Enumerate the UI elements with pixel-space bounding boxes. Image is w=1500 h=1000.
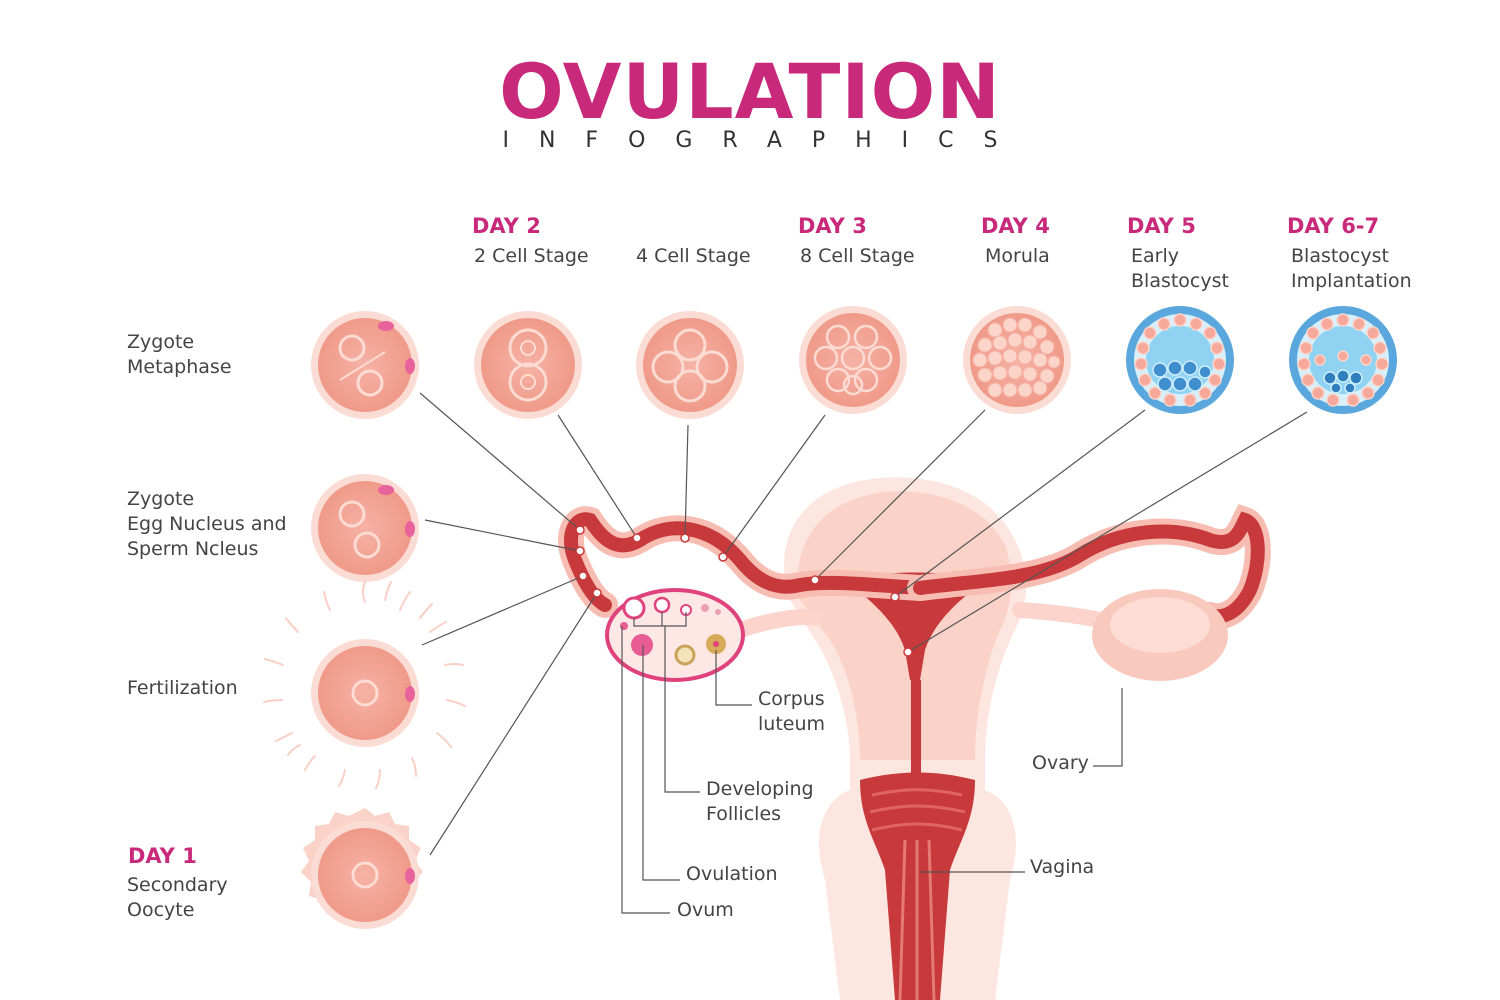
blastocyst-implantation-label: Blastocyst Implantation [1291, 245, 1412, 292]
secondary-oocyte-label: Secondary Oocyte [127, 874, 228, 921]
cell-2-cell-stage [474, 311, 582, 419]
corpus-luteum-label: Corpus luteum [758, 688, 826, 735]
cell-8-cell-stage [799, 306, 907, 414]
vagina-label: Vagina [1030, 856, 1095, 878]
early-blastocyst-label: Early Blastocyst [1131, 245, 1229, 292]
morula-label: Morula [985, 245, 1050, 267]
cell-zygote-metaphase [311, 311, 419, 419]
eight-cell-stage-label: 8 Cell Stage [800, 245, 915, 267]
cell-early-blastocyst [1126, 306, 1234, 414]
zygote-nucleus-label: Zygote Egg Nucleus and Sperm Ncleus [127, 488, 287, 560]
developing-follicles-label: Developing Follicles [706, 778, 814, 825]
page-title: OVULATION [499, 47, 1001, 136]
cell-4-cell-stage [636, 311, 744, 419]
page-subtitle: INFOGRAPHICS [502, 128, 1028, 153]
ovum-label: Ovum [677, 899, 734, 921]
two-cell-stage-label: 2 Cell Stage [474, 245, 589, 267]
tube-markers [575, 525, 913, 657]
day-4-label: DAY 4 [981, 214, 1050, 238]
uterus [784, 477, 1027, 1000]
fallopian-tubes [558, 504, 1271, 638]
cell-blastocyst-implantation [1289, 306, 1397, 414]
day-1-label: DAY 1 [128, 844, 197, 868]
cell-secondary-oocyte [301, 808, 423, 929]
ovulation-label: Ovulation [686, 863, 778, 885]
leader-lines [419, 392, 1308, 914]
day-2-label: DAY 2 [472, 214, 541, 238]
cell-zygote-nuclei [311, 474, 419, 582]
fertilization-label: Fertilization [127, 677, 238, 699]
zygote-metaphase-label: Zygote Metaphase [127, 331, 232, 378]
cell-morula [963, 306, 1071, 414]
day-3-label: DAY 3 [798, 214, 867, 238]
left-ovary [605, 588, 745, 682]
day-6-7-label: DAY 6-7 [1287, 214, 1380, 238]
cell-fertilization [263, 581, 466, 789]
four-cell-stage-label: 4 Cell Stage [636, 245, 751, 267]
day-5-label: DAY 5 [1127, 214, 1196, 238]
ovary-label: Ovary [1032, 752, 1089, 774]
